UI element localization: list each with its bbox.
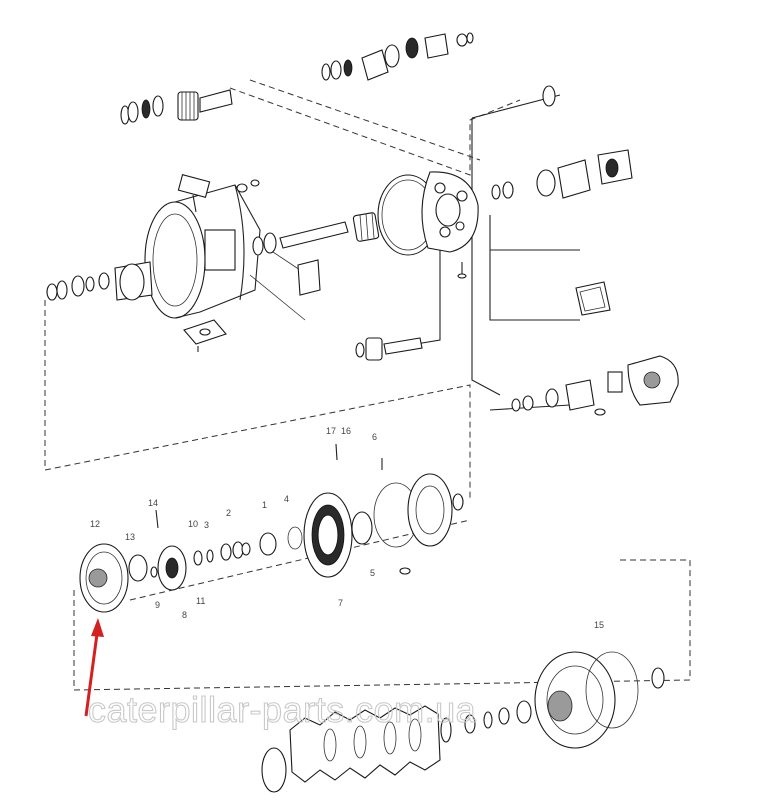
top-input-shaft-group bbox=[120, 89, 233, 125]
callout-7: 7 bbox=[338, 598, 343, 608]
watermark-text: caterpillar-parts.com.ua bbox=[88, 689, 477, 730]
middle-assembly-row bbox=[79, 443, 464, 613]
callout-6: 6 bbox=[372, 432, 377, 442]
left-flange-group bbox=[46, 261, 153, 301]
pump-motor-group bbox=[511, 355, 679, 416]
callout-8: 8 bbox=[182, 610, 187, 620]
assembly-guide-lines bbox=[44, 79, 691, 691]
callout-11: 11 bbox=[196, 596, 205, 606]
callout-1: 1 bbox=[262, 500, 267, 510]
callout-3: 3 bbox=[204, 520, 209, 530]
callout-10: 10 bbox=[188, 519, 198, 529]
drive-housing bbox=[144, 173, 261, 352]
final-drive-group bbox=[261, 651, 665, 793]
callout-14: 14 bbox=[148, 498, 158, 508]
callout-labels: 1 2 3 4 5 6 7 8 9 10 11 12 13 14 15 16 1… bbox=[90, 426, 604, 630]
callout-5: 5 bbox=[370, 568, 375, 578]
callout-12: 12 bbox=[90, 519, 100, 529]
callout-17: 17 bbox=[326, 426, 336, 436]
main-shaft-group bbox=[252, 212, 380, 296]
callout-2: 2 bbox=[226, 508, 231, 518]
callout-9: 9 bbox=[155, 600, 160, 610]
callout-4: 4 bbox=[284, 494, 289, 504]
intermediate-gear-shaft bbox=[355, 337, 423, 361]
right-cover-group bbox=[491, 85, 633, 316]
callout-13: 13 bbox=[125, 532, 135, 542]
top-cover-group bbox=[321, 32, 474, 81]
callout-15: 15 bbox=[594, 620, 604, 630]
callout-16: 16 bbox=[341, 426, 351, 436]
red-pointer-arrow bbox=[84, 618, 104, 717]
planetary-carrier-housing bbox=[377, 171, 479, 279]
